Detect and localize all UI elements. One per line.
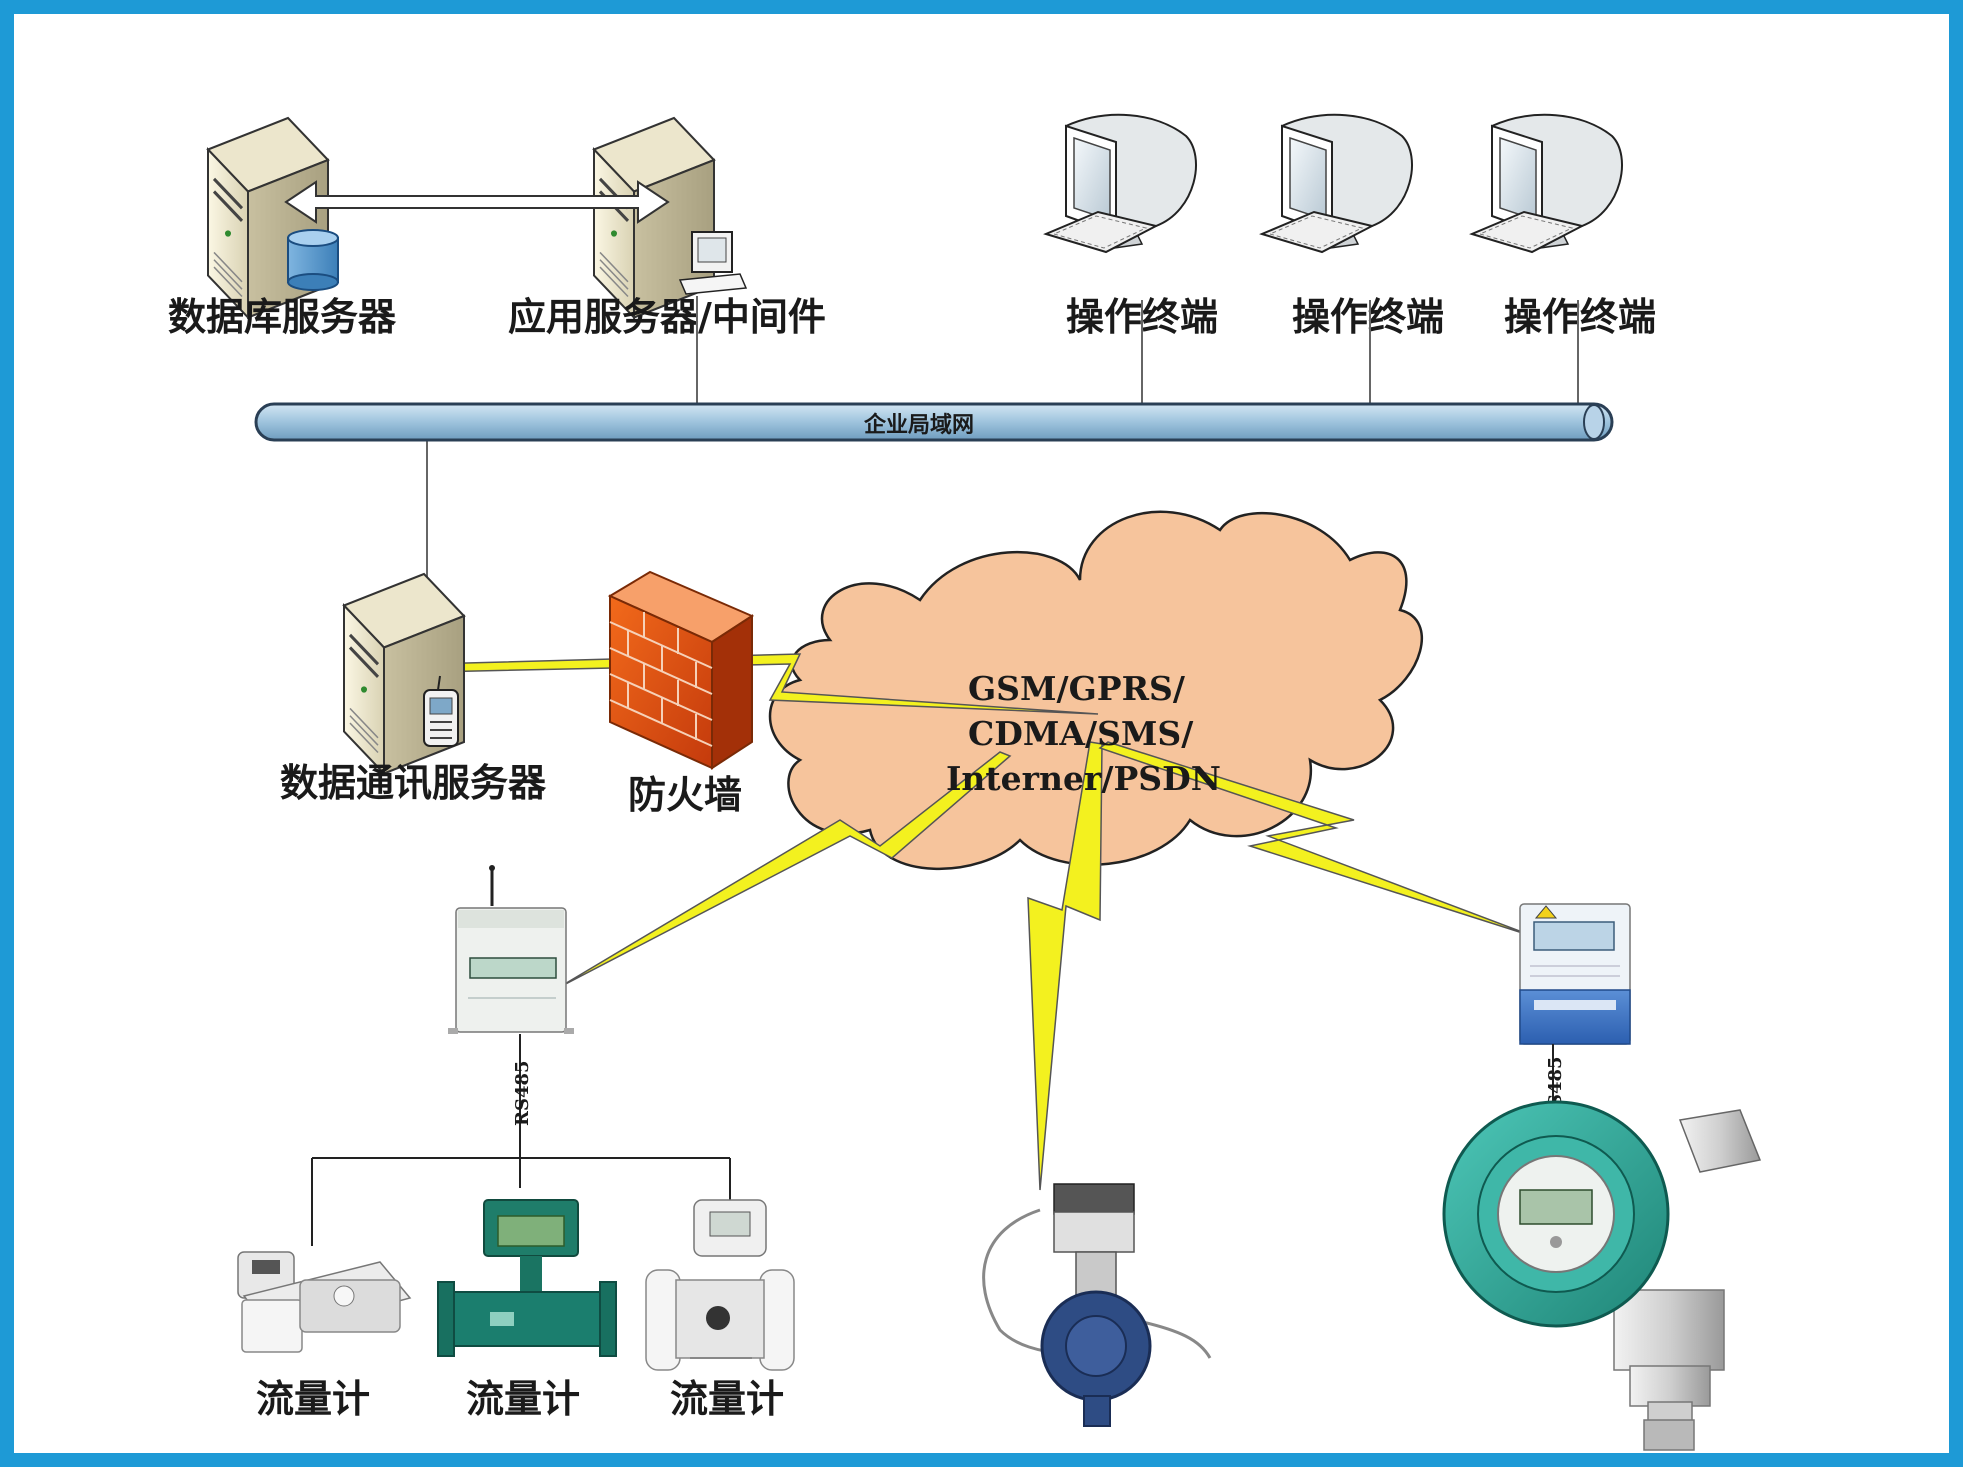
flowmeter-label-3: 流量计 (670, 1376, 784, 1421)
network-label-line2: CDMA/SMS/ (968, 714, 1194, 753)
network-label-line3: Interner/PSDN (946, 759, 1221, 798)
lan-label: 企业局域网 (863, 412, 974, 438)
flowmeter-icon (645, 1199, 795, 1371)
data-collector-icon (448, 865, 574, 1034)
flowmeter-icon (982, 1183, 1212, 1427)
workstation-icon (1261, 113, 1413, 253)
lightning-link-icon (426, 653, 1539, 1191)
network-label-line1: GSM/GPRS/ (968, 669, 1186, 708)
terminal-label-2: 操作终端 (1292, 294, 1444, 339)
application-server-icon (592, 116, 748, 320)
comm-server-label: 数据通讯服务器 (280, 760, 547, 805)
flowmeter-label-1: 流量计 (256, 1376, 370, 1421)
workstation-icon (1471, 113, 1623, 253)
flowmeter-label-2: 流量计 (466, 1376, 580, 1421)
flowmeter-icon (237, 1251, 412, 1353)
electric-meter-icon (1519, 903, 1631, 1045)
database-server-icon (206, 116, 339, 320)
rs485-left-label: RS485 (512, 1060, 533, 1126)
workstation-icon (1045, 113, 1197, 253)
cloud-network-icon (768, 510, 1424, 871)
server-link-arrow (284, 180, 670, 224)
database-cylinder-icon (287, 229, 339, 291)
small-pc-icon (678, 231, 748, 295)
db-server-label: 数据库服务器 (168, 294, 397, 339)
firewall-label: 防火墙 (628, 772, 742, 817)
firewall-icon (607, 570, 755, 770)
app-server-label: 应用服务器/中间件 (508, 294, 826, 339)
flowmeter-icon (437, 1199, 617, 1357)
phone-icon (423, 675, 459, 747)
pressure-transmitter-icon (1442, 1100, 1762, 1451)
communication-server-icon (342, 572, 466, 776)
lan-backbone (254, 402, 1614, 442)
flowmeter-bus (311, 1157, 731, 1246)
terminal-label-3: 操作终端 (1504, 294, 1656, 339)
